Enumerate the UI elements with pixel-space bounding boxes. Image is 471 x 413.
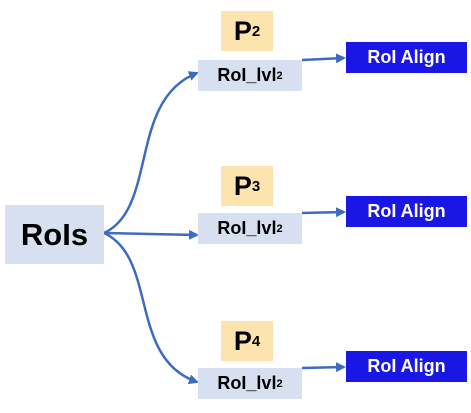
pyramid-name: P xyxy=(233,15,252,46)
roi-align-box-p4: RoI Align xyxy=(346,351,467,382)
roi-lvl-subscript: 2 xyxy=(276,222,283,235)
arrow-rois-to-lvl-p3 xyxy=(103,229,199,240)
pyramid-name: P xyxy=(233,170,252,201)
roi-lvl-name: RoI_lvl xyxy=(217,218,277,238)
pyramid-name: P xyxy=(233,325,252,356)
pyramid-subscript: 2 xyxy=(251,22,261,40)
arrow-lvl-p2-to-align xyxy=(301,53,346,64)
pyramid-subscript: 4 xyxy=(251,332,261,350)
arrow-rois-to-lvl-p2 xyxy=(103,71,199,235)
arrow-lvl-p4-to-align xyxy=(301,362,346,373)
roi-align-box-p3: RoI Align xyxy=(346,196,467,227)
pyramid-subscript: 3 xyxy=(251,177,261,195)
roi-lvl-subscript: 2 xyxy=(276,377,283,390)
roi-align-label: RoI Align xyxy=(367,47,446,67)
arrow-lvl-p3-to-align xyxy=(301,207,346,218)
roi-align-label: RoI Align xyxy=(367,356,446,376)
roi-lvl-name: RoI_lvl xyxy=(217,65,277,85)
roi-align-box-p2: RoI Align xyxy=(346,42,467,73)
arrow-rois-to-lvl-p4 xyxy=(103,231,199,385)
rois-label: RoIs xyxy=(20,216,89,252)
roi-align-label: RoI Align xyxy=(367,201,446,221)
rois-box: RoIs xyxy=(5,205,104,264)
roi-lvl-subscript: 2 xyxy=(276,69,283,82)
roi-lvl-name: RoI_lvl xyxy=(217,373,277,393)
